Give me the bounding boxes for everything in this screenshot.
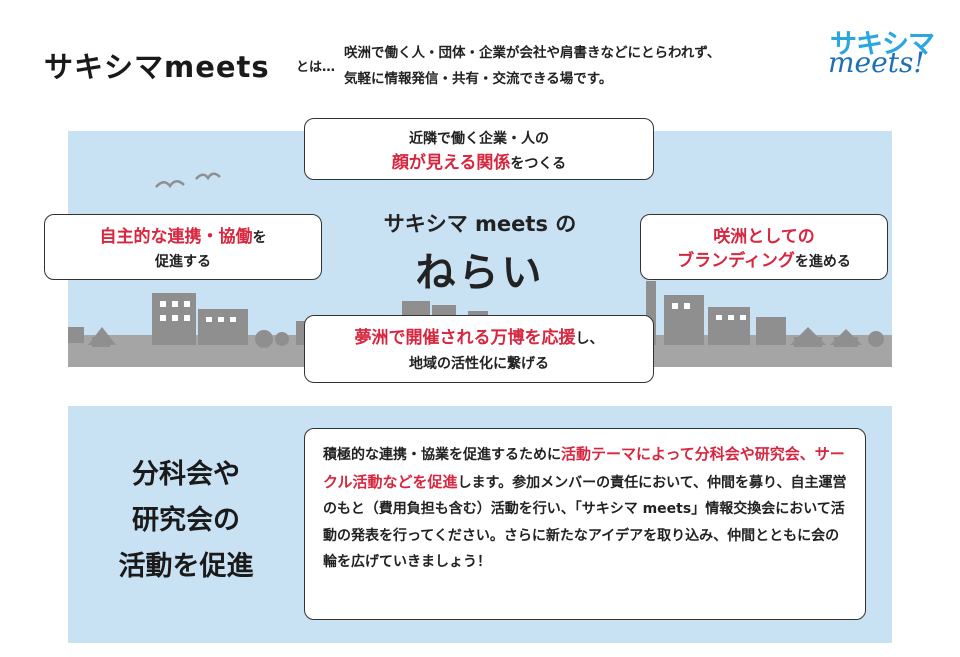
aim-left-rest: を	[252, 230, 267, 246]
aim-bottom-rest: し、	[575, 331, 604, 347]
activity-heading-line3: 活動を促進	[118, 551, 254, 582]
intro-line-2: 気軽に情報発信・共有・交流できる場です。	[344, 71, 613, 87]
intro-text: 咲洲で働く人・団体・企業が会社や肩書きなどにとらわれず、 気軽に情報発信・共有・…	[344, 40, 814, 92]
title-suffix: とは…	[296, 60, 336, 75]
activity-heading-line2: 研究会の	[132, 505, 240, 536]
aim-box-left: 自主的な連携・協働を 促進する	[44, 214, 322, 280]
aim-left-line2: 促進する	[155, 254, 211, 270]
activity-text-highlight: 活動テーマによって分科会や研究会、サークル活動などを促進	[323, 445, 845, 491]
aim-top-rest: をつくる	[510, 156, 567, 172]
aim-top-highlight: 顔が見える関係	[391, 153, 511, 173]
logo: サキシマ meets!	[824, 22, 936, 80]
aim-box-right: 咲洲としての ブランディングを進める	[640, 214, 888, 280]
bird-icon	[195, 172, 221, 181]
logo-bottom: meets!	[828, 46, 925, 79]
activity-description: 積極的な連携・協業を促進するために活動テーマによって分科会や研究会、サークル活動…	[304, 428, 866, 620]
aims-title-line2: ねらい	[415, 250, 545, 296]
aim-bottom-line2: 地域の活性化に繋げる	[409, 356, 549, 372]
aims-title: サキシマ meets の ねらい	[360, 208, 600, 298]
intro-line-1: 咲洲で働く人・団体・企業が会社や肩書きなどにとらわれず、	[344, 45, 721, 61]
aim-right-line1: 咲洲としての	[713, 227, 815, 247]
activity-text-3: します。参加メンバーの責任において、仲間を募り、自主運営のもと（費用負担も含む）…	[323, 474, 847, 571]
aim-right-rest: を進める	[794, 254, 851, 270]
aim-top-line1: 近隣で働く企業・人の	[409, 131, 549, 147]
aim-box-bottom: 夢洲で開催される万博を応援し、 地域の活性化に繋げる	[304, 315, 654, 383]
activity-heading: 分科会や 研究会の 活動を促進	[92, 452, 280, 590]
activity-heading-line1: 分科会や	[132, 459, 240, 490]
aim-box-top: 近隣で働く企業・人の 顔が見える関係をつくる	[304, 118, 654, 180]
aim-left-highlight: 自主的な連携・協働	[99, 227, 253, 247]
bird-icon	[155, 180, 185, 189]
activity-text-1: 積極的な連携・協業を促進するために	[323, 447, 561, 463]
logo-top: サキシマ	[830, 29, 935, 60]
aim-right-highlight: ブランディング	[677, 251, 795, 271]
aim-bottom-highlight: 夢洲で開催される万博を応援	[354, 328, 576, 348]
aims-title-line1: サキシマ meets の	[383, 212, 577, 236]
page-title: サキシマmeets	[44, 50, 270, 84]
